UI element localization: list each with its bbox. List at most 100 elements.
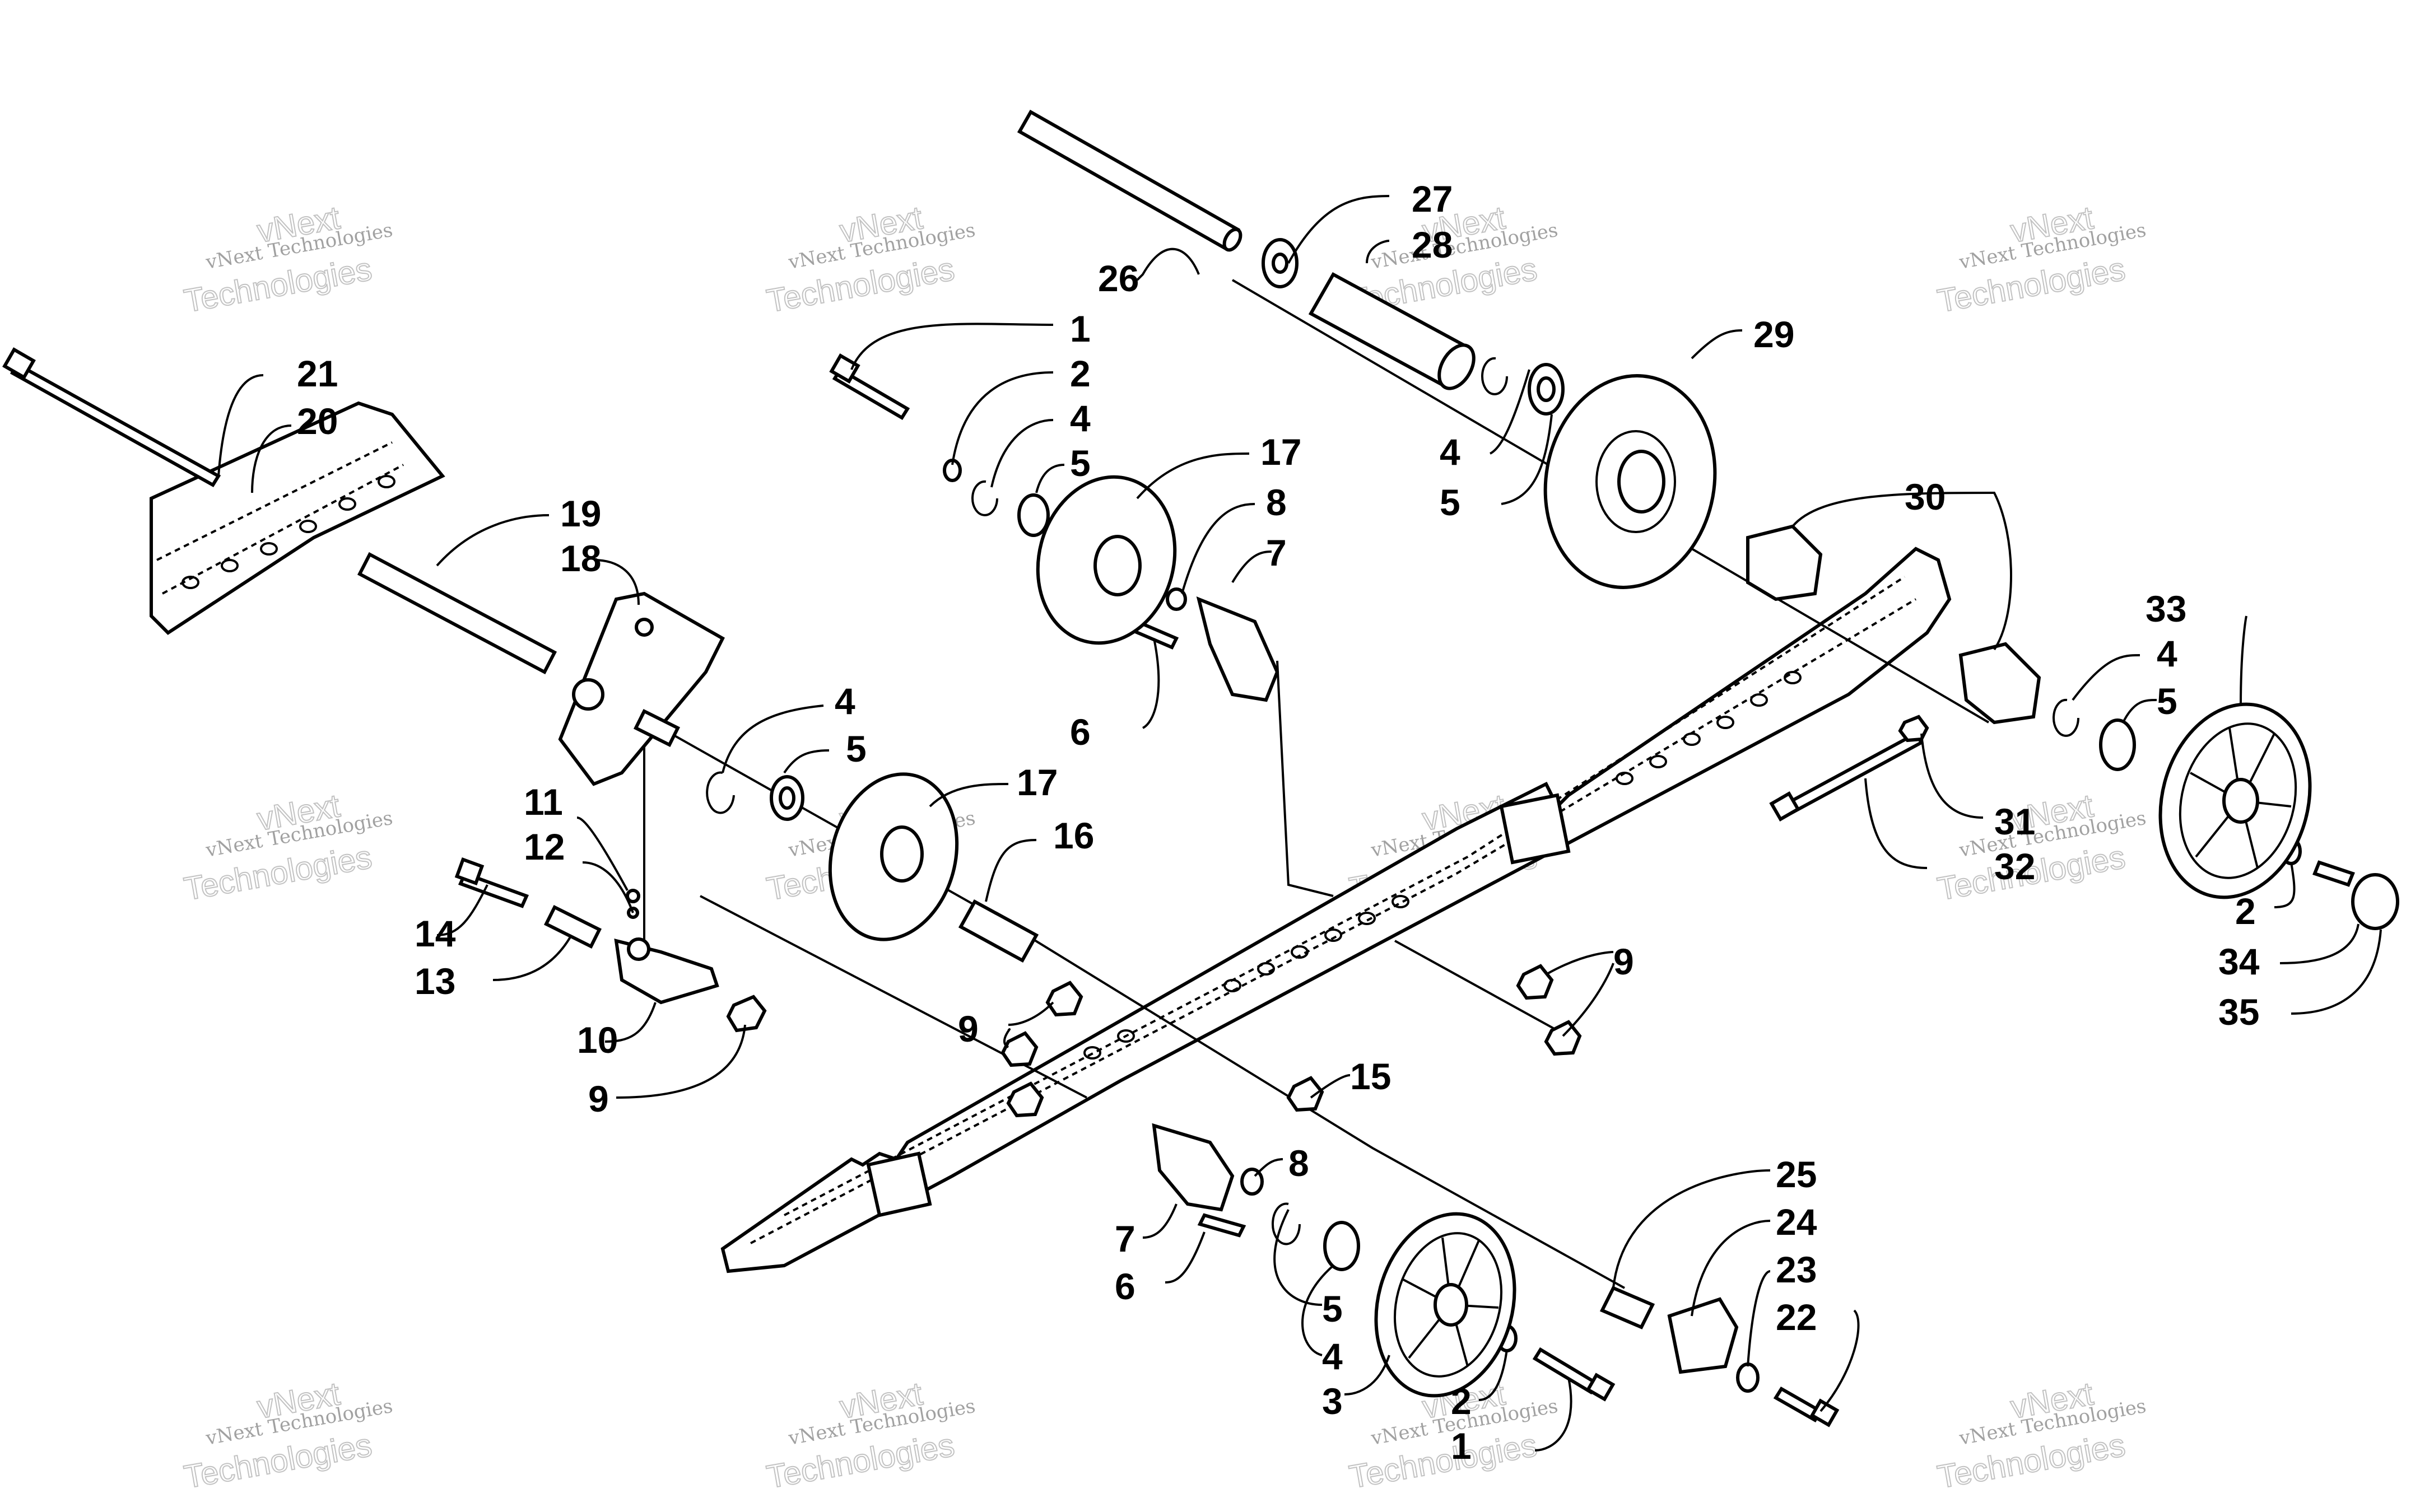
callout-28: 28 bbox=[1412, 224, 1453, 265]
callout-7-upper: 7 bbox=[1266, 532, 1287, 573]
leader-lines bbox=[217, 195, 2382, 1452]
link-10-hole bbox=[627, 937, 650, 961]
rail-bracket bbox=[1499, 793, 1571, 865]
wheel-29-rim bbox=[1595, 430, 1676, 533]
watermark: vNext vNext Technologies Technologies bbox=[1934, 1375, 2148, 1496]
spoked-wheel-3-hub bbox=[1434, 1283, 1468, 1327]
bolt-head-21 bbox=[2, 347, 36, 380]
callout-6-lower: 6 bbox=[1115, 1266, 1135, 1307]
callout-17-middle: 17 bbox=[1017, 762, 1058, 803]
suspension-arm-18 bbox=[558, 591, 725, 941]
callout-9-left: 9 bbox=[588, 1078, 609, 1119]
spacer-16 bbox=[958, 899, 1039, 963]
bolt-1-lower-head bbox=[1585, 1373, 1616, 1402]
bolt-22-head bbox=[1809, 1398, 1840, 1427]
callout-23: 23 bbox=[1776, 1249, 1817, 1290]
bearing-5-upper bbox=[1017, 493, 1050, 537]
callout-8-lower: 8 bbox=[1288, 1142, 1309, 1184]
bearing-5-right bbox=[2099, 718, 2136, 771]
callout-29: 29 bbox=[1753, 314, 1794, 355]
watermark: vNext vNext Technologies Technologies bbox=[1934, 787, 2148, 908]
nut-9-right-b bbox=[1544, 1020, 1582, 1056]
callout-1-lower: 1 bbox=[1451, 1425, 1472, 1467]
watermark: vNext vNext Technologies Technologies bbox=[764, 199, 977, 320]
link-assembly bbox=[454, 857, 767, 1033]
callout-5-middle: 5 bbox=[846, 728, 867, 769]
callout-31: 31 bbox=[1994, 801, 2035, 842]
arm-body bbox=[558, 591, 725, 786]
frame-holes bbox=[182, 475, 395, 589]
callout-21: 21 bbox=[297, 353, 338, 394]
callout-2-lower: 2 bbox=[1451, 1380, 1472, 1422]
callout-10: 10 bbox=[577, 1019, 618, 1061]
wheels bbox=[828, 374, 2312, 1398]
watermark: vNext vNext Technologies Technologies bbox=[764, 1375, 977, 1496]
nut-9-left-a bbox=[1045, 981, 1083, 1017]
frame-body bbox=[150, 401, 445, 635]
axle-center-line bbox=[660, 727, 1625, 1289]
long-bolt-32 bbox=[1779, 731, 1924, 818]
callout-5-right: 5 bbox=[2157, 680, 2177, 722]
bolt-head-32 bbox=[1769, 791, 1800, 822]
callout-25: 25 bbox=[1776, 1154, 1817, 1195]
callout-3: 3 bbox=[1322, 1380, 1343, 1422]
callout-5-lower: 5 bbox=[1322, 1288, 1343, 1329]
bolt-2-right bbox=[2312, 860, 2355, 887]
callout-labels: 26 27 28 1 2 4 5 17 8 7 6 29 4 5 30 33 4… bbox=[297, 178, 2260, 1467]
bolt-1-lower bbox=[1532, 1347, 1599, 1395]
nut-9 bbox=[726, 995, 767, 1033]
wheel-29-hub bbox=[1617, 450, 1665, 514]
callout-34: 34 bbox=[2218, 941, 2260, 982]
nut-31 bbox=[1898, 715, 1929, 743]
bolt-1-head bbox=[829, 353, 860, 384]
spacer-25 bbox=[1599, 1286, 1655, 1329]
frame-dash bbox=[162, 464, 404, 595]
watermark: vNext vNext Technologies Technologies bbox=[181, 199, 394, 320]
snap-ring-4-right bbox=[2053, 698, 2079, 737]
hub-30-upper bbox=[1746, 524, 1823, 601]
callout-6-upper: 6 bbox=[1070, 711, 1091, 753]
callout-32: 32 bbox=[1994, 846, 2035, 887]
callout-4-middle: 4 bbox=[835, 680, 855, 722]
shaft-19 bbox=[357, 552, 557, 675]
callout-19: 19 bbox=[560, 493, 601, 534]
callout-4-top: 4 bbox=[1440, 431, 1460, 473]
frame-dash bbox=[156, 441, 393, 561]
bracket-24 bbox=[1667, 1297, 1739, 1374]
watermark: vNext vNext Technologies Technologies bbox=[181, 787, 394, 908]
bearing-5-top-bore bbox=[1537, 376, 1556, 402]
callout-16: 16 bbox=[1053, 815, 1094, 856]
callout-30: 30 bbox=[1905, 476, 1946, 517]
bolt-14-head bbox=[454, 857, 485, 886]
washer-27-bore bbox=[1272, 253, 1288, 274]
callout-8-upper: 8 bbox=[1266, 482, 1287, 523]
bearing-5-lower bbox=[1323, 1221, 1360, 1271]
callout-13: 13 bbox=[415, 960, 455, 1002]
tube-28-end bbox=[1437, 343, 1476, 390]
watermark: vNext vNext Technologies Technologies bbox=[181, 1375, 394, 1496]
cap-34 bbox=[2351, 873, 2399, 930]
nut-9-left-b bbox=[1000, 1031, 1039, 1067]
callout-11: 11 bbox=[524, 781, 563, 823]
callout-22: 22 bbox=[1776, 1296, 1817, 1338]
hub-30-lower bbox=[1958, 642, 2041, 725]
idler-wheel-17-middle-hub bbox=[880, 825, 924, 883]
arm-bushing bbox=[572, 678, 604, 711]
callout-26: 26 bbox=[1098, 258, 1139, 299]
bolt-6-lower bbox=[1197, 1213, 1246, 1238]
shaft-26-end bbox=[1222, 227, 1242, 252]
callout-20: 20 bbox=[297, 400, 338, 442]
long-bolt-21 bbox=[10, 361, 221, 488]
callout-18: 18 bbox=[560, 538, 601, 579]
snap-ring-4 bbox=[706, 771, 735, 814]
shaft-26 bbox=[1017, 109, 1241, 252]
callout-33: 33 bbox=[2146, 588, 2186, 629]
spoked-wheel-33-hub bbox=[2222, 778, 2259, 824]
callout-14: 14 bbox=[415, 913, 456, 954]
snap-ring-4-upper bbox=[971, 480, 998, 516]
callout-5-upper: 5 bbox=[1070, 442, 1091, 484]
callout-1-upper: 1 bbox=[1070, 308, 1091, 349]
rail-dash-line bbox=[750, 598, 1917, 1244]
nut-9-right-a bbox=[1516, 964, 1554, 1000]
